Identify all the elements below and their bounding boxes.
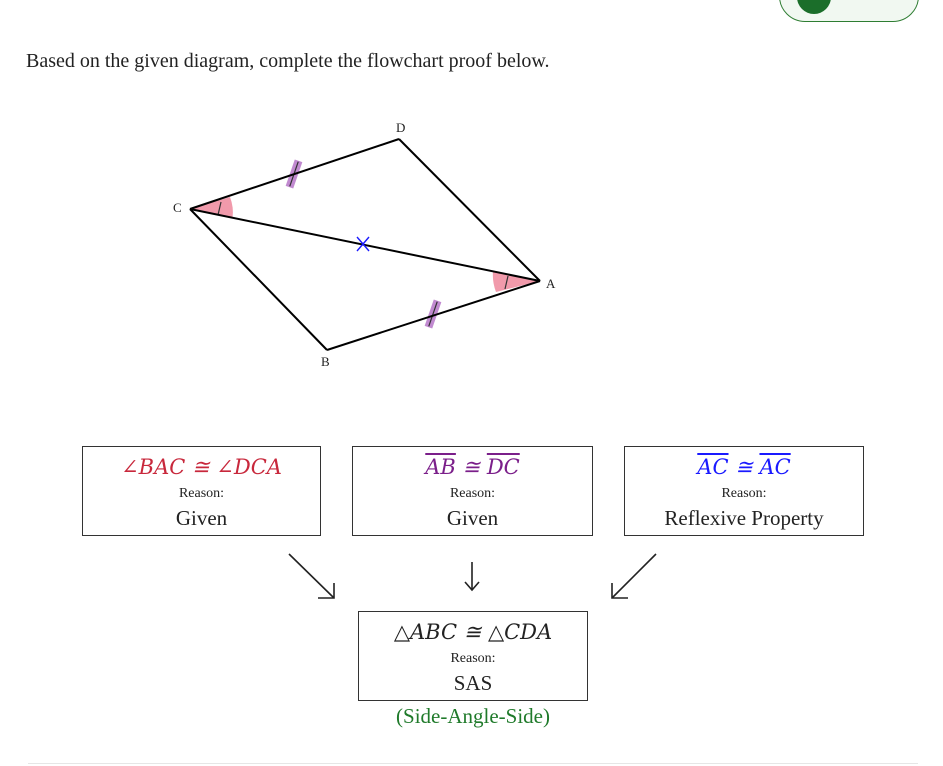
proof-step-angle: ∠BAC ≅ ∠DCA Reason: Given — [82, 446, 321, 536]
reason-label: Reason: — [721, 486, 767, 501]
reason-label: Reason: — [450, 651, 496, 666]
statement-side-ab: AB ≅ DC — [353, 455, 592, 479]
proof-step-side-ab: AB ≅ DC Reason: Given — [352, 446, 593, 536]
angle-a-marker — [492, 271, 540, 292]
side-bc — [189, 208, 328, 351]
status-dot-icon — [797, 0, 831, 14]
reflexive-mark-2 — [356, 236, 370, 252]
reason-value: SAS — [453, 671, 493, 695]
angle-c-tick — [217, 201, 222, 216]
statement-angle: ∠BAC ≅ ∠DCA — [121, 455, 282, 479]
segment-ab: AB — [425, 455, 456, 479]
segment-dc: DC — [486, 455, 520, 479]
sas-note: (Side-Angle-Side) — [396, 704, 550, 728]
arrow-down-icon — [464, 562, 480, 592]
side-cd — [189, 138, 400, 210]
label-a: A — [546, 276, 556, 291]
label-c: C — [173, 200, 182, 215]
side-ab — [326, 280, 541, 351]
side-da — [398, 138, 541, 282]
segment-ac-left: AC — [697, 455, 729, 479]
reason-label: Reason: — [449, 486, 496, 501]
angle-c-marker — [190, 197, 233, 218]
reason-value: Given — [446, 506, 499, 530]
angle-a-tick — [504, 275, 509, 290]
reason-value: Given — [175, 506, 228, 530]
proof-step-side-ac: AC ≅ AC Reason: Reflexive Property — [624, 446, 864, 536]
proof-conclusion: △ABC ≅ △CDA Reason: SAS — [358, 611, 588, 701]
diagonal-ac — [189, 208, 541, 282]
congruent-symbol: ≅ — [455, 455, 487, 479]
top-progress-pill — [779, 0, 919, 22]
conclusion-statement: △ABC ≅ △CDA — [393, 620, 553, 644]
statement-side-ac: AC ≅ AC — [625, 455, 863, 479]
prompt-text: Based on the given diagram, complete the… — [26, 50, 550, 72]
bottom-divider — [28, 763, 918, 764]
congruent-symbol: ≅ — [728, 455, 760, 479]
label-d: D — [396, 120, 405, 135]
segment-ac-right: AC — [759, 455, 791, 479]
reason-value: Reflexive Property — [664, 506, 824, 530]
reason-label: Reason: — [178, 486, 225, 501]
label-b: B — [321, 354, 330, 369]
tick-ab — [424, 299, 442, 329]
arrow-left-icon — [288, 553, 335, 599]
arrow-right-icon — [611, 553, 657, 599]
